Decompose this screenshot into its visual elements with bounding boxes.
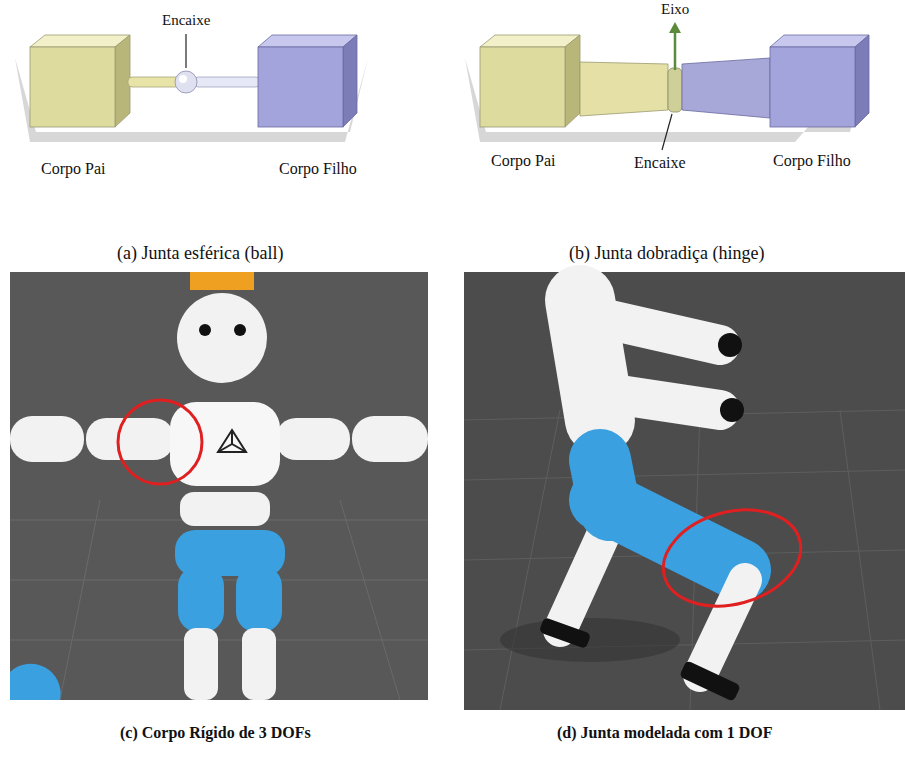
part-label: Corpo Filho [279, 160, 357, 178]
leader-line [185, 34, 186, 68]
highlight-ellipse [652, 495, 811, 620]
rigid-body-render [10, 272, 428, 700]
ball-joint-figure [15, 34, 368, 142]
figure-caption: (c) Corpo Rígido de 3 DOFs [120, 724, 311, 742]
figure-caption: (a) Junta esférica (ball) [117, 243, 283, 264]
knee-joint-render [464, 272, 905, 710]
part-label: Corpo Pai [491, 152, 555, 170]
highlight-circle [118, 400, 202, 484]
part-label: Corpo Filho [773, 152, 851, 170]
axis-label: Eixo [661, 1, 689, 18]
hinge-joint-figure [465, 22, 869, 150]
figure-caption: (b) Junta dobradiça (hinge) [569, 243, 764, 264]
leader-line [662, 114, 672, 150]
figure-caption: (d) Junta modelada com 1 DOF [557, 724, 773, 742]
part-label: Corpo Pai [41, 160, 105, 178]
axis-arrow [674, 32, 677, 70]
part-label: Encaixe [634, 154, 686, 172]
part-label: Encaixe [162, 12, 210, 29]
